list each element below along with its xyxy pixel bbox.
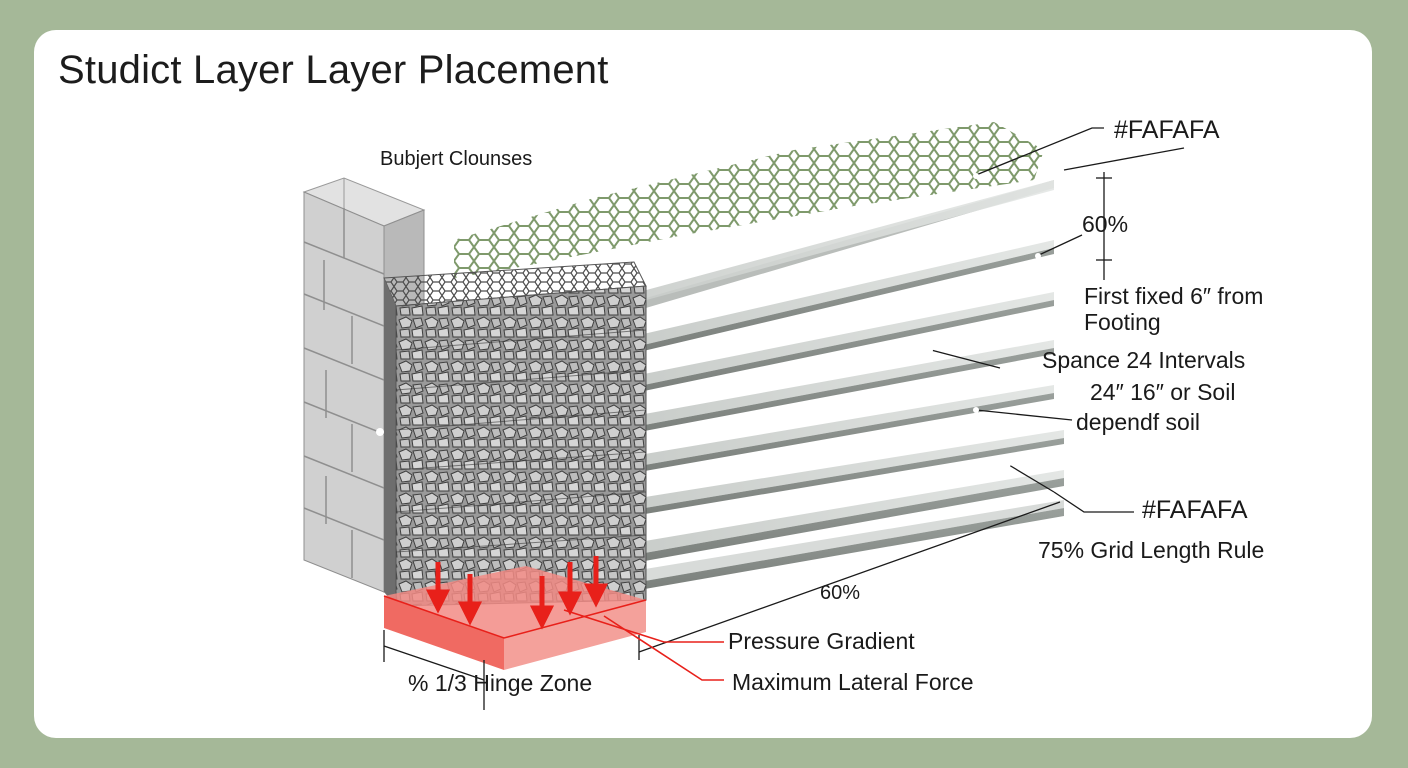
label-first-fixed-line2: Footing (1084, 308, 1161, 335)
geogrid-layers (639, 180, 1064, 590)
label-lateral-force: Maximum Lateral Force (732, 669, 974, 695)
wall-diagram (302, 122, 1185, 710)
label-top-right-code: #FAFAFA (1114, 116, 1220, 144)
pressure-zone (383, 566, 647, 670)
label-first-fixed-line1: First fixed 6″ from (1084, 283, 1264, 309)
label-intervals: 24″ 16″ or Soil (1090, 379, 1236, 405)
label-depend: dependf soil (1076, 409, 1201, 435)
pressure-arrows (425, 556, 609, 630)
diagram-card: Studict Layer Layer Placement (34, 30, 1372, 738)
label-hinge-zone: % 1/3 Hinge Zone (408, 670, 593, 696)
highlight-points (376, 173, 1041, 467)
page-title: Studict Layer Layer Placement (58, 48, 609, 92)
label-pressure-gradient: Pressure Gradient (728, 628, 915, 654)
label-top-left: Bubjert Clounses (380, 148, 533, 170)
label-first-fixed: First fixed 6″ from Footing (1084, 283, 1264, 336)
label-bottom-pct: 60% (820, 582, 861, 604)
hinge-dimension (383, 630, 485, 710)
label-grid-rule: 75% Grid Length Rule (1038, 537, 1265, 563)
callout-lines (638, 127, 1185, 660)
gravel-fill (383, 261, 647, 607)
label-upper-pct: 60% (1082, 211, 1129, 237)
label-lower-right-code: #FAFAFA (1142, 496, 1248, 524)
geogrid-mesh (454, 122, 1044, 278)
red-callout-lines (563, 609, 724, 681)
label-spance: Spance 24 Intervals (1042, 347, 1246, 373)
